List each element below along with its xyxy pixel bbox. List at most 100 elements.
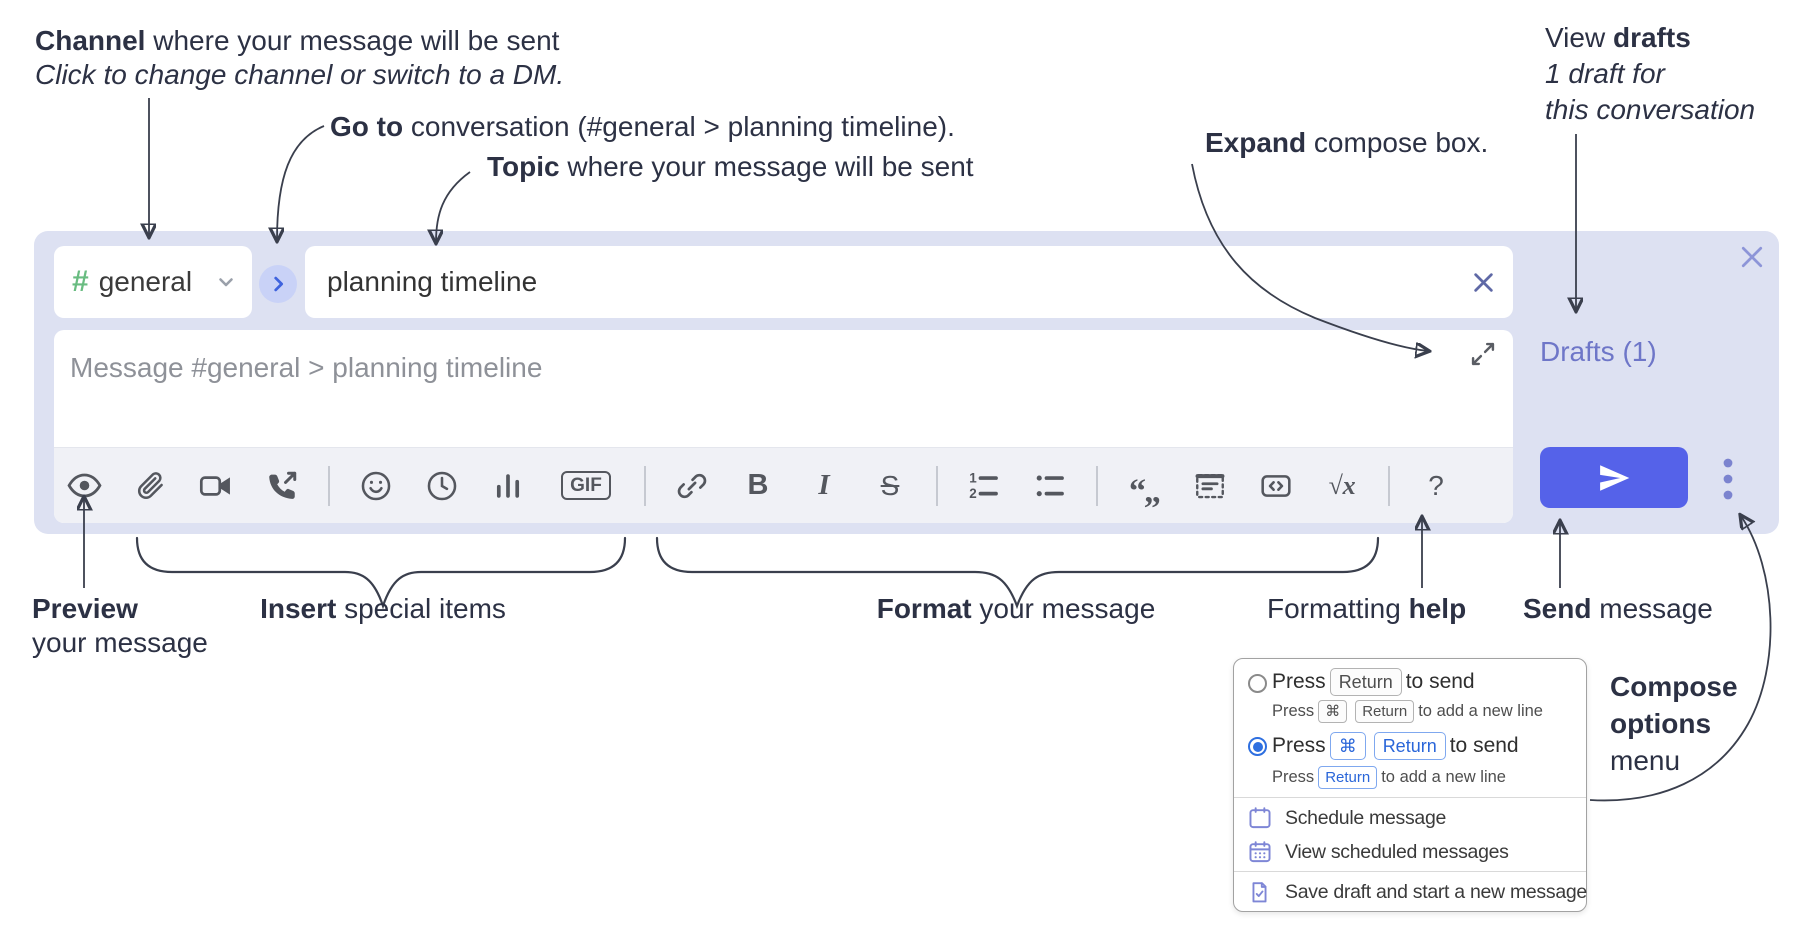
go-to-conversation-button[interactable] (259, 265, 297, 303)
annotation-topic: Topic where your message will be sent (487, 151, 974, 182)
spoiler-icon (1195, 473, 1225, 498)
menu-divider (1234, 797, 1586, 798)
drafts-link[interactable]: Drafts (1) (1540, 336, 1657, 367)
global-time-button[interactable] (422, 466, 462, 506)
annotation-compose-options: Compose options menu (1610, 671, 1738, 776)
strikethrough-button[interactable]: S (880, 469, 900, 501)
topic-field (305, 246, 1513, 318)
annotation-view-drafts: View drafts 1 draft for this conversatio… (1545, 20, 1755, 128)
annotation-go-to: Go to conversation (#general > planning … (330, 111, 955, 142)
goto-arrow (277, 125, 325, 240)
link-icon (677, 473, 707, 498)
channel-name: general (98, 266, 193, 297)
clock-icon (427, 471, 457, 500)
attach-file-button[interactable] (130, 466, 170, 506)
menu-item-view-scheduled-messages[interactable]: View scheduled messages (1234, 835, 1586, 869)
radio-cmd-enter-sends-on[interactable] (1248, 737, 1267, 756)
message-input[interactable] (54, 330, 1466, 452)
chevron-right-icon (274, 276, 284, 292)
close-icon (1741, 246, 1763, 268)
return-key: Return (1329, 668, 1402, 697)
annotation-view-drafts-line3: this conversation (1545, 94, 1756, 125)
poll-button[interactable] (488, 466, 528, 506)
italic-button[interactable]: I (818, 469, 830, 501)
return-key: Return (1355, 700, 1415, 724)
cmd-key: ⌘ (1329, 732, 1366, 761)
annotation-channel-line2: Click to change channel or switch to a D… (35, 59, 565, 90)
paperclip-icon (138, 471, 163, 499)
code-icon (1261, 474, 1291, 497)
toolbar-separator (644, 465, 646, 506)
annotation-expand: Expand compose box. (1205, 127, 1489, 158)
annotation-channel-line1: Channel where your message will be sent (35, 25, 560, 56)
smiley-icon (361, 471, 391, 500)
preview-button[interactable] (64, 466, 104, 506)
gif-button[interactable]: GIF (554, 466, 618, 506)
calendar-icon (1246, 805, 1273, 832)
code-button[interactable] (1256, 466, 1296, 506)
video-call-button[interactable] (196, 466, 236, 506)
send-button[interactable] (1540, 447, 1688, 508)
link-button[interactable] (672, 466, 712, 506)
toolbar-separator (1388, 465, 1390, 506)
message-area: GIF B I S 1 2 (54, 330, 1513, 523)
numbered-list-icon: 1 2 (969, 470, 998, 501)
toolbar-separator (936, 465, 938, 506)
spoiler-button[interactable] (1190, 466, 1230, 506)
annotation-formatting-help: Formatting help (1267, 593, 1467, 624)
voice-call-button[interactable] (262, 466, 302, 506)
phone-call-icon (269, 471, 297, 499)
video-camera-icon (199, 475, 230, 496)
clear-topic-button[interactable] (1467, 266, 1499, 298)
toolbar-separator (1096, 465, 1098, 506)
menu-divider (1234, 871, 1586, 872)
close-compose-button[interactable] (1736, 241, 1768, 273)
annotation-format: Format your message (876, 593, 1156, 624)
bold-button[interactable]: B (747, 469, 769, 501)
menu-item-save-draft[interactable]: Save draft and start a new message (1234, 875, 1587, 909)
compose-toolbar: GIF B I S 1 2 (54, 447, 1513, 523)
message-formatting-help-button[interactable]: ? (1428, 469, 1444, 501)
expand-compose-button[interactable] (1469, 340, 1499, 370)
annotation-preview: Preview your message (32, 593, 208, 658)
chevron-down-icon (219, 278, 233, 287)
return-key: Return (1318, 766, 1378, 790)
annotation-channel: Channel where your message will be sent … (35, 24, 564, 92)
radio-enter-sends-off[interactable] (1248, 674, 1267, 693)
annotation-insert: Insert special items (260, 593, 506, 624)
emoji-button[interactable] (356, 466, 396, 506)
svg-text:2: 2 (969, 486, 976, 501)
math-button[interactable]: √x (1328, 470, 1356, 500)
menu-item-schedule-message[interactable]: Schedule message (1234, 801, 1586, 835)
toolbar-separator (328, 465, 330, 506)
calendar-grid-icon (1246, 839, 1273, 866)
cmd-key: ⌘ (1318, 700, 1348, 724)
kebab-menu-icon (1723, 458, 1733, 500)
bulleted-list-icon (1036, 475, 1064, 496)
channel-selector-button[interactable]: # general (54, 246, 252, 318)
close-icon (1473, 272, 1493, 292)
annotation-view-drafts-line2: 1 draft for (1545, 58, 1665, 89)
return-key: Return (1373, 732, 1446, 761)
compose-options-menu-button[interactable] (1714, 453, 1742, 505)
bulleted-list-button[interactable] (1030, 466, 1070, 506)
eye-icon (66, 473, 102, 498)
save-draft-icon (1246, 879, 1273, 906)
numbered-list-button[interactable]: 1 2 (964, 466, 1004, 506)
topic-input[interactable] (305, 266, 1513, 298)
hash-icon: # (72, 265, 89, 298)
send-icon (1600, 464, 1630, 491)
svg-text:1: 1 (969, 470, 977, 485)
annotation-view-drafts-line1: View drafts (1545, 22, 1691, 53)
compose-box: # general (34, 231, 1779, 534)
expand-icon (1471, 342, 1495, 366)
quote-button[interactable]: “„ (1129, 472, 1161, 510)
bar-chart-icon (496, 473, 520, 498)
annotation-send-message: Send message (1523, 593, 1713, 624)
